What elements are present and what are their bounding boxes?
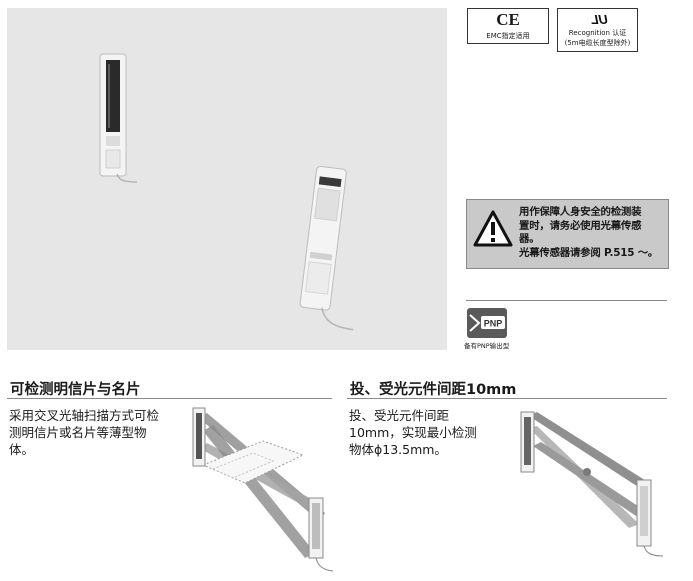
- section-divider-right: [347, 398, 667, 399]
- sensor-photo-illustration: [99, 53, 354, 331]
- svg-text:UL: UL: [591, 12, 608, 27]
- warning-line: 置时，请务必使用光幕传感: [519, 219, 642, 232]
- ul-caption-line1: Recognition 认证: [568, 29, 627, 37]
- warning-text: 用作保障人身安全的检测装 置时，请务必使用光幕传感 器。 光幕传感器请参阅 P.…: [519, 206, 665, 260]
- section-body-right: 投、受光元件间距10mm，实现最小检测物体ϕ13.5mm。: [349, 408, 477, 457]
- warning-line: 器。: [519, 233, 540, 246]
- section-title-right: 投、受光元件间距10mm: [350, 382, 517, 398]
- product-photo: [7, 8, 447, 350]
- warning-line: 光幕传感器请参阅 P.515 ～。: [519, 246, 659, 259]
- warning-triangle-icon: [473, 210, 513, 247]
- cross-beam-card-diagram: [192, 407, 334, 572]
- pnp-caption: 备有PNP输出型: [464, 342, 510, 350]
- ul-caption-line2: (5m电缆长度型除外): [564, 39, 631, 47]
- pnp-badge: PNP 备有PNP输出型: [464, 308, 511, 352]
- section-title-left: 可检测明信片与名片: [10, 382, 141, 398]
- ce-caption: EMC指定适用: [486, 32, 530, 40]
- ul-recognition-icon: UL: [591, 12, 608, 27]
- warning-line: 用作保障人身安全的检测装: [519, 206, 642, 218]
- ce-badge: CE EMC指定适用: [467, 8, 549, 44]
- ce-mark-icon: CE: [496, 10, 520, 29]
- section-body-left: 采用交叉光轴扫描方式可检测明信片或名片等薄型物体。: [9, 408, 160, 457]
- sensor-receiver-image: [299, 165, 354, 331]
- sensor-emitter-image: [99, 53, 138, 183]
- pnp-output-icon: PNP: [467, 308, 507, 338]
- element-pitch-diagram: [520, 411, 664, 557]
- ul-badge: UL Recognition 认证 (5m电缆长度型除外): [557, 8, 638, 52]
- section-divider-left: [7, 398, 332, 399]
- safety-warning-box: 用作保障人身安全的检测装 置时，请务必使用光幕传感 器。 光幕传感器请参阅 P.…: [466, 199, 669, 269]
- svg-text:PNP: PNP: [484, 319, 503, 329]
- divider: [466, 300, 667, 301]
